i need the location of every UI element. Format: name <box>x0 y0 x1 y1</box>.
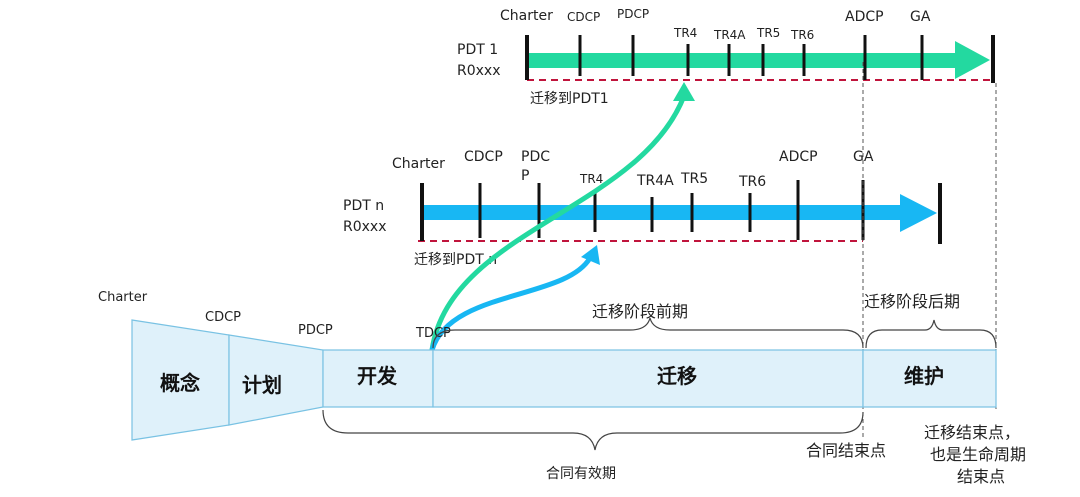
pdt1-label-charter: Charter <box>500 8 553 24</box>
lifecycle-end-note-line3: 结束点 <box>957 467 1005 486</box>
pdtn-label-tr4: TR4 <box>579 172 603 186</box>
migration-late-label: 迁移阶段后期 <box>864 292 960 311</box>
lifecycle-end-note-line2: 也是生命周期 <box>930 445 1026 464</box>
pdt1-label-tr4a: TR4A <box>713 28 746 42</box>
migrate-to-pdt1-arrow <box>429 95 687 351</box>
pdtn-release: R0xxx <box>343 219 387 235</box>
pdtn-label-tr6: TR6 <box>738 174 766 190</box>
phase-develop-block <box>322 349 434 408</box>
lifecycle-end-note-line1: 迁移结束点， <box>924 423 1020 442</box>
phase-concept-label: 概念 <box>160 371 200 395</box>
lifecycle-label-pdcp: PDCP <box>298 323 333 338</box>
lifecycle-label-tdcp: TDCP <box>415 326 451 341</box>
phase-plan-label: 计划 <box>242 373 282 397</box>
pdt1-label-tr6: TR6 <box>790 28 814 42</box>
phase-migrate-block <box>432 349 864 408</box>
pdt1-label-cdcp: CDCP <box>567 10 600 24</box>
pdtn-name: PDT n <box>343 198 384 214</box>
pdt1-arrow-head <box>955 41 990 79</box>
contract-end-label: 合同结束点 <box>806 441 886 460</box>
pdtn-label-adcp: ADCP <box>779 149 818 165</box>
phase-develop-label: 开发 <box>357 364 398 388</box>
migration-early-brace <box>432 317 864 349</box>
phase-maintain-block <box>862 349 997 408</box>
pdtn-label-tr5: TR5 <box>680 171 708 187</box>
pdtn-arrow-shaft <box>422 205 904 220</box>
phase-maintain-label: 维护 <box>904 364 944 388</box>
pdt1-arrow-shaft <box>528 53 958 68</box>
pdtn-arrow-head <box>900 194 937 232</box>
migrate-to-pdtn-arrowhead <box>581 245 600 265</box>
pdt1-timeline: PDT 1 R0xxx Charter CDCP PDCP TR4 TR4A T… <box>457 7 995 107</box>
pdt1-label-pdcp: PDCP <box>617 7 649 21</box>
pdt1-name: PDT 1 <box>457 42 498 58</box>
pdt1-label-tr5: TR5 <box>756 26 780 40</box>
migrate-to-pdt1-arrowhead <box>673 82 695 101</box>
migration-arrows <box>429 82 695 351</box>
pdtn-label-pdc: PDC <box>521 149 550 165</box>
pdtn-label-p: P <box>521 168 529 184</box>
pdtn-timeline: PDT n R0xxx Charter CDCP PDC P TR4 TR4A … <box>343 149 942 268</box>
pdtn-label-charter: Charter <box>392 156 445 172</box>
lifecycle-funnel: 概念 计划 开发 迁移 维护 Charter CDCP PDCP TDCP <box>98 290 997 441</box>
contract-valid-label: 合同有效期 <box>546 466 616 482</box>
pdt1-label-adcp: ADCP <box>845 9 884 25</box>
migration-early-label: 迁移阶段前期 <box>592 302 688 321</box>
contract-valid-brace <box>322 409 864 451</box>
migrate-to-pdtn-arrow <box>429 256 593 351</box>
pdtn-migrate-label: 迁移到PDT n <box>414 252 497 268</box>
lifecycle-label-charter: Charter <box>98 290 148 305</box>
pdt1-migrate-label: 迁移到PDT1 <box>530 91 609 107</box>
pdt1-label-ga: GA <box>910 9 931 25</box>
lifecycle-label-cdcp: CDCP <box>205 310 241 325</box>
phase-migrate-label: 迁移 <box>657 364 697 388</box>
pdtn-label-tr4a: TR4A <box>636 173 674 189</box>
migration-late-brace <box>865 319 997 349</box>
pdtn-label-cdcp: CDCP <box>464 149 503 165</box>
pdt1-release: R0xxx <box>457 63 501 79</box>
pdt1-label-tr4: TR4 <box>673 26 697 40</box>
braces: 迁移阶段前期 迁移阶段后期 合同有效期 <box>322 292 997 482</box>
